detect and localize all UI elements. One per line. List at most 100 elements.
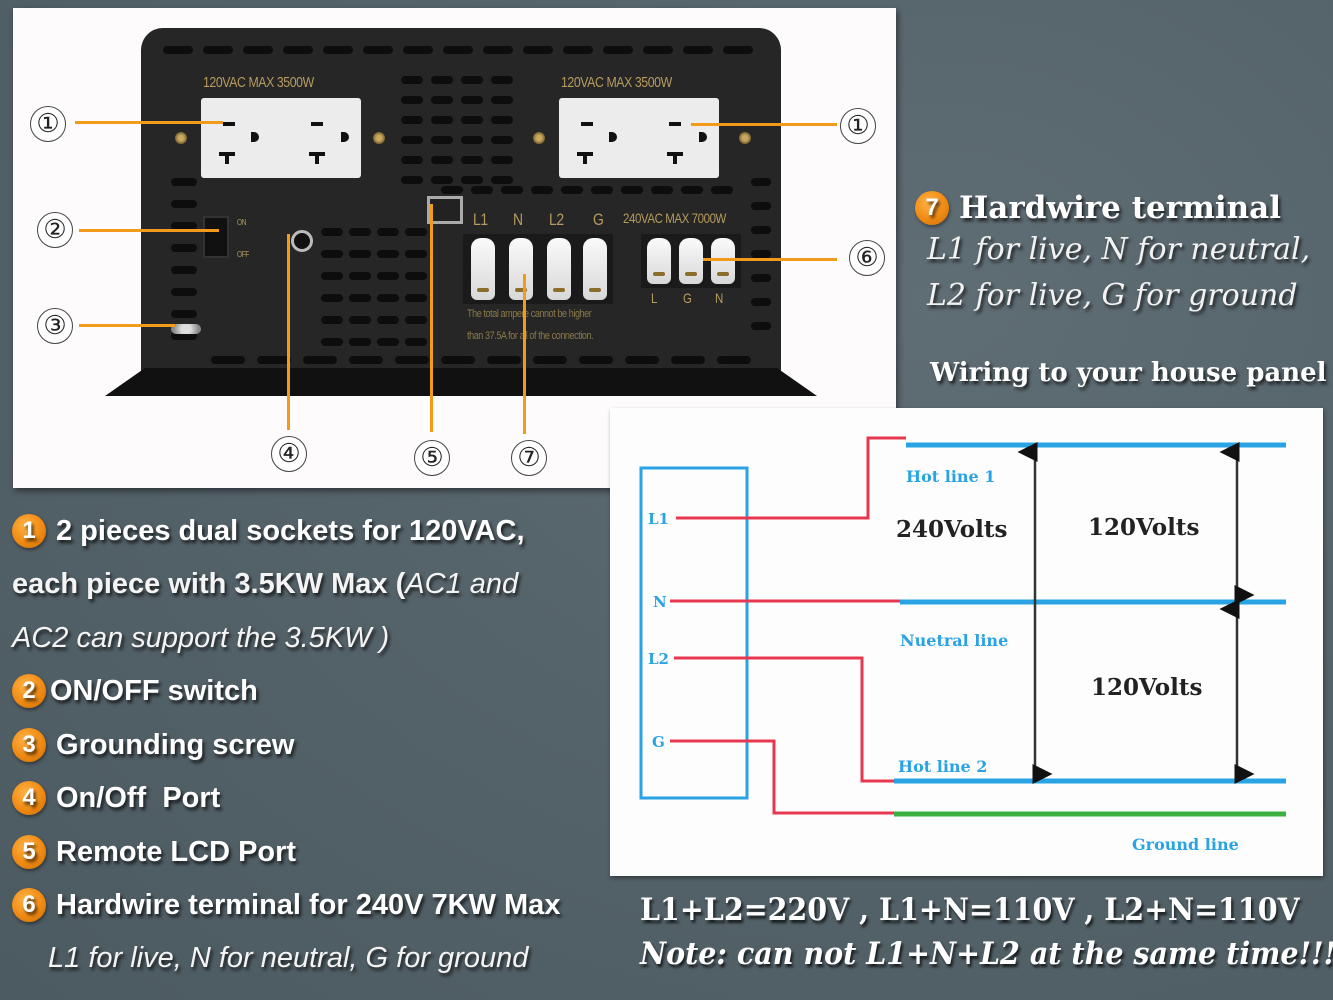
wire-l2 (674, 656, 900, 783)
voltage-240: 240Volts (896, 516, 1007, 543)
vent-slot (461, 136, 483, 144)
badge-1: 1 (12, 514, 46, 549)
wiring-diagram-svg: L1 N L2 G Hot line 1 Nuetral line Hot li… (639, 436, 1286, 854)
vent-slot (603, 46, 633, 54)
legend-item-text: ON/OFF switch (50, 674, 258, 707)
vent-slot (751, 178, 771, 186)
onoff-port (291, 230, 313, 252)
vent-slot (431, 156, 453, 164)
diagram-label-g: G (652, 733, 665, 751)
vent-slot (461, 176, 483, 184)
vent-slot (321, 316, 343, 324)
vent-slot (751, 322, 771, 330)
vent-slot (401, 136, 423, 144)
leader-line (79, 229, 219, 232)
callout-1-left: ① (30, 106, 66, 142)
callout-7: ⑦ (511, 440, 547, 476)
vent-slot (621, 186, 643, 194)
vent-slot (671, 356, 705, 364)
vent-slot (377, 316, 399, 324)
outlet-label-left: 120VAC MAX 3500W (203, 74, 314, 91)
warning-text: than 37.5A for all of the connection. (467, 330, 594, 342)
vent-slot (751, 202, 771, 210)
vent-slot (405, 338, 427, 346)
vent-slot (405, 316, 427, 324)
terminal-label-g: G (593, 210, 604, 229)
vent-slot (751, 298, 771, 306)
legend-item-1-cont: each piece with 3.5KW Max (AC1 and (12, 568, 518, 601)
vent-slot (405, 272, 427, 280)
voltage-120-top: 120Volts (1088, 514, 1199, 541)
leader-line (523, 274, 526, 434)
vent-slot (401, 176, 423, 184)
terminal-label-l1: L1 (473, 210, 488, 229)
badge-3: 3 (12, 728, 46, 763)
label-neutral-line: Nuetral line (900, 631, 1008, 650)
vent-slot (363, 46, 393, 54)
vent-slot (377, 294, 399, 302)
vent-slot (751, 250, 771, 258)
badge-5: 5 (12, 835, 46, 870)
vent-slot (461, 96, 483, 104)
vent-slot (441, 356, 475, 364)
vent-slot (579, 356, 613, 364)
vent-slot (171, 332, 197, 340)
callout-5: ⑤ (414, 440, 450, 476)
badge-2: 2 (12, 674, 46, 709)
vent-slot (171, 288, 197, 296)
outlet-left (201, 98, 361, 178)
terminal-rating: 240VAC MAX 7000W (623, 210, 726, 226)
terminal-box (639, 466, 749, 800)
callout-6: ⑥ (849, 240, 885, 276)
vent-slot (377, 338, 399, 346)
vent-slot (501, 186, 523, 194)
vent-slot (401, 156, 423, 164)
vent-slot (403, 46, 433, 54)
vent-slot (171, 266, 197, 274)
power-switch[interactable] (203, 216, 229, 258)
inverter-rear-panel: 120VAC MAX 3500W 120VAC MAX 3500W ON OFF (141, 28, 781, 378)
vent-slot (461, 76, 483, 84)
vent-slot (723, 46, 753, 54)
vent-slot (625, 356, 659, 364)
wire-g (670, 739, 900, 815)
outlet-right (559, 98, 719, 178)
callout-2: ② (37, 212, 73, 248)
vent-slot (681, 186, 703, 194)
legend-item-text: 2 pieces dual sockets for 120VAC, (56, 514, 525, 547)
screw-icon (175, 132, 187, 144)
label-hot-line-2: Hot line 2 (898, 757, 987, 776)
vent-slot (431, 136, 453, 144)
leader-line (691, 123, 837, 126)
legend-item-1: 1 2 pieces dual sockets for 120VAC, (12, 514, 525, 549)
vent-slot (349, 228, 371, 236)
badge-7: 7 (915, 190, 949, 225)
remote-lcd-port (427, 196, 463, 224)
voltage-120-bottom: 120Volts (1091, 674, 1202, 701)
terminal-small-label: L (651, 290, 657, 306)
vent-slot (431, 176, 453, 184)
leader-line (287, 234, 290, 430)
vent-slot (651, 186, 673, 194)
vent-slot (483, 46, 513, 54)
inverter-photo-panel: 120VAC MAX 3500W 120VAC MAX 3500W ON OFF (13, 8, 896, 488)
vent-slot (349, 338, 371, 346)
vent-slot (401, 116, 423, 124)
badge-4: 4 (12, 781, 46, 816)
vent-slot (523, 46, 553, 54)
wiring-title: Wiring to your house panel (930, 358, 1327, 388)
vent-slot (171, 244, 197, 252)
vent-slot (377, 272, 399, 280)
terminal-label-n: N (513, 210, 523, 229)
voltage-formula: L1+L2=220V , L1+N=110V , L2+N=110V (640, 892, 1300, 928)
vent-slot (405, 250, 427, 258)
outlet-label-right: 120VAC MAX 3500W (561, 74, 672, 91)
vent-slot (349, 294, 371, 302)
vent-slot (321, 272, 343, 280)
vent-slot (283, 46, 313, 54)
legend-item-text: Hardwire terminal for 240V 7KW Max (56, 888, 561, 921)
legend-item-1-italic-line: AC2 can support the 3.5KW ) (12, 622, 390, 654)
